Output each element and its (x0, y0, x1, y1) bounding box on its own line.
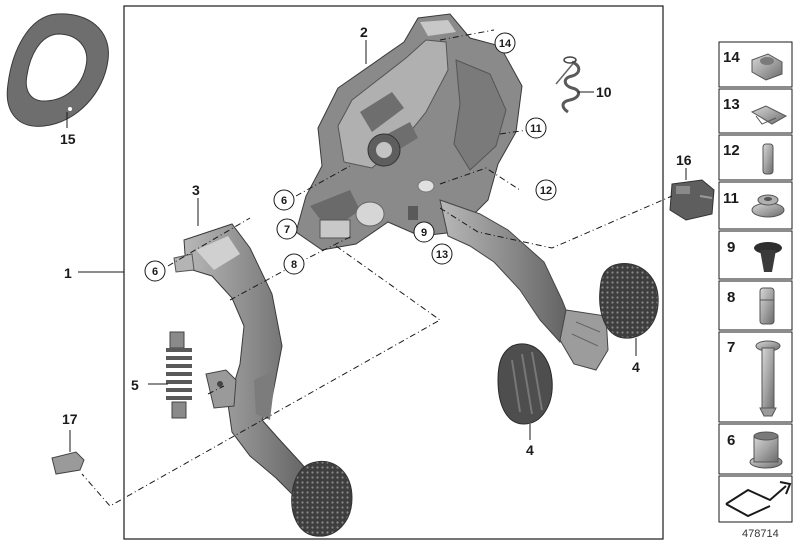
spring-bracket-part (205, 369, 237, 409)
svg-text:7: 7 (284, 224, 290, 236)
clip-icon (750, 105, 788, 125)
legend-item-11: 11 (718, 181, 793, 230)
svg-text:11: 11 (723, 190, 739, 207)
circle-callout-12: 12 (535, 179, 557, 201)
assembly-line-14 (439, 29, 495, 41)
svg-text:11: 11 (530, 123, 542, 135)
pedal-pad-large (599, 263, 659, 339)
assembly-line-11 (499, 129, 529, 135)
pedal-switch-part (669, 179, 715, 221)
svg-text:8: 8 (291, 259, 297, 271)
svg-text:13: 13 (723, 96, 740, 113)
assembly-line-17 (81, 245, 441, 507)
assembly-line-6a (167, 217, 251, 267)
circle-callout-6a: 6 (144, 260, 166, 282)
assembly-line-spring (207, 385, 225, 395)
expanding-rivet-icon (754, 242, 782, 272)
pedal-bracket-part (295, 13, 523, 251)
svg-text:12: 12 (723, 142, 740, 159)
parts-legend: 14 13 12 11 9 8 7 (718, 41, 793, 523)
svg-text:8: 8 (727, 289, 735, 306)
svg-text:6: 6 (152, 266, 158, 278)
callout-4b: 4 (526, 442, 534, 458)
circle-callout-14: 14 (494, 32, 516, 54)
svg-text:14: 14 (499, 38, 512, 50)
legend-item-13: 13 (718, 88, 793, 134)
sleeve-icon (759, 287, 775, 325)
pedal-pad-small (497, 343, 553, 425)
callout-4a: 4 (632, 359, 640, 375)
legend-item-12: 12 (718, 134, 793, 181)
callout-15: 15 (60, 131, 76, 147)
circle-callout-9: 9 (413, 221, 435, 243)
svg-text:14: 14 (723, 49, 740, 66)
callout-2: 2 (360, 24, 368, 40)
svg-text:7: 7 (727, 339, 735, 356)
svg-text:9: 9 (421, 227, 427, 239)
callout-10: 10 (596, 84, 612, 100)
assist-spring-part (166, 331, 192, 419)
svg-text:13: 13 (436, 249, 448, 261)
grommet-icon (751, 194, 785, 218)
hex-nut-icon (751, 53, 783, 81)
legend-item-14: 14 (718, 41, 793, 88)
svg-text:6: 6 (281, 195, 287, 207)
pin-icon (762, 143, 774, 175)
bushing-icon (749, 431, 783, 469)
assembly-line-6b (295, 165, 351, 197)
assembly-line-12 (439, 167, 521, 191)
gasket-ring-part (6, 13, 109, 127)
brake-pedal-pad (291, 460, 353, 537)
legend-item-8: 8 (718, 280, 793, 331)
callout-17: 17 (62, 411, 78, 427)
document-number: 478714 (742, 528, 779, 540)
callout-16: 16 (676, 152, 692, 168)
legend-item-9: 9 (718, 230, 793, 280)
assembly-line-16 (439, 195, 673, 249)
circle-callout-7: 7 (276, 218, 298, 240)
callout-1: 1 (64, 265, 72, 281)
legend-item-7: 7 (718, 331, 793, 423)
legend-item-6: 6 (718, 423, 793, 475)
retaining-clip-part (51, 451, 85, 475)
screw-set-arrow-icon (725, 481, 792, 518)
bracket-hardware (319, 179, 435, 239)
legend-item-screws (718, 475, 793, 523)
callout-3: 3 (192, 182, 200, 198)
svg-text:12: 12 (540, 185, 552, 197)
callout-5: 5 (131, 377, 139, 393)
bolt-icon (755, 340, 781, 417)
circle-callout-6b: 6 (273, 189, 295, 211)
circle-callout-13: 13 (431, 243, 453, 265)
circle-callout-8: 8 (283, 253, 305, 275)
circle-callout-11: 11 (525, 117, 547, 139)
svg-text:9: 9 (727, 239, 735, 256)
svg-text:6: 6 (727, 432, 735, 449)
return-spring-part (555, 56, 581, 114)
